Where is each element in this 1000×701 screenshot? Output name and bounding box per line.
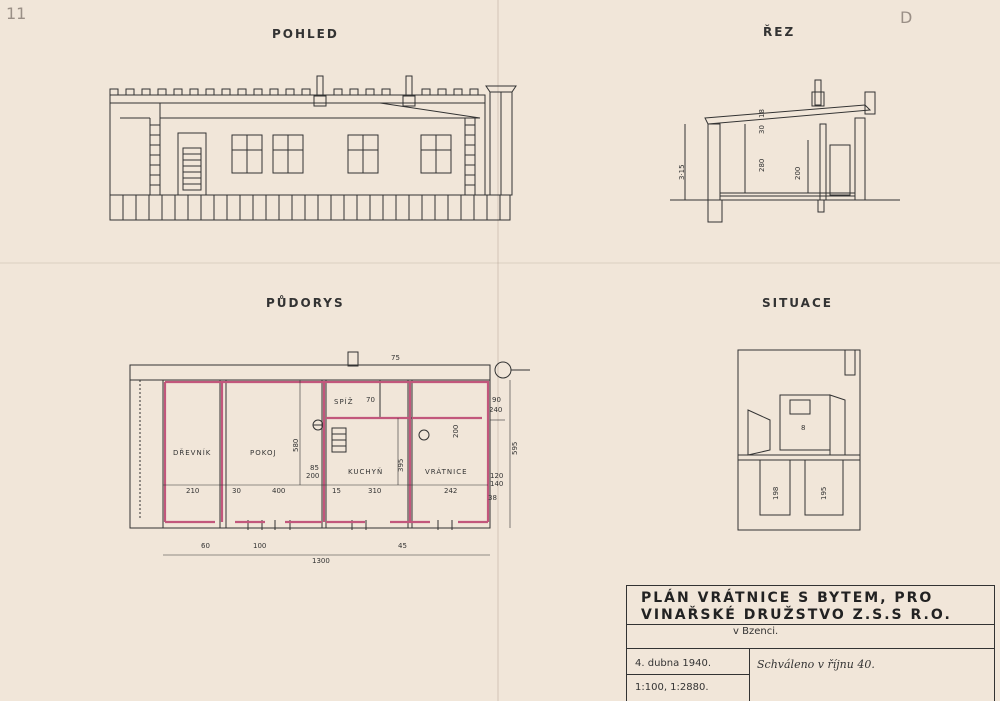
dim-wall-2: 15 <box>332 487 341 495</box>
title-block-signature: Schváleno v říjnu 40. <box>757 658 875 671</box>
dim-woodshed-width: 210 <box>186 487 199 495</box>
room-label-woodshed: DŘEVNÍK <box>173 448 211 457</box>
dim-wall-1: 30 <box>232 487 241 495</box>
dim-gate-width: 242 <box>444 487 457 495</box>
room-label-kitchen: KUCHYŇ <box>348 467 383 476</box>
room-label-pantry: SPÍŽ <box>334 397 354 406</box>
dim-misc-90: 90 <box>492 396 501 404</box>
site-drawing <box>737 349 861 531</box>
dim-misc-200: 200 <box>306 472 319 480</box>
label-section: ŘEZ <box>763 25 796 39</box>
elevation-drawing <box>109 75 517 221</box>
title-block: PLÁN VRÁTNICE S BYTEM, PRO VINAŘSKÉ DRUŽ… <box>626 585 995 701</box>
title-block-date: 4. dubna 1940. <box>635 658 712 669</box>
dim-total-width: 1300 <box>312 557 330 565</box>
dim-misc-100: 100 <box>253 542 266 550</box>
section-drawing <box>670 79 900 223</box>
corner-mark-right: D <box>900 8 913 27</box>
dim-misc-70: 70 <box>366 396 375 404</box>
section-dim-top-a: 18 <box>758 109 766 118</box>
label-elevation: POHLED <box>272 27 339 41</box>
site-dim-c: 8 <box>801 424 805 432</box>
dim-depth: 595 <box>511 442 519 455</box>
dim-misc-38: 38 <box>488 494 497 502</box>
title-line-1: PLÁN VRÁTNICE S BYTEM, PRO <box>641 590 934 606</box>
fold-line-horizontal <box>0 262 1000 264</box>
dim-kitchen-width: 310 <box>368 487 381 495</box>
dim-misc-75: 75 <box>391 354 400 362</box>
room-label-gatehouse: VRÁTNICE <box>425 467 468 476</box>
title-block-place: v Bzenci. <box>733 626 779 637</box>
title-block-row-2 <box>627 648 994 649</box>
dim-misc-60: 60 <box>201 542 210 550</box>
room-label-room: POKOJ <box>250 449 277 457</box>
dim-gate-inner: 200 <box>452 425 460 438</box>
dim-room-width: 400 <box>272 487 285 495</box>
section-dim-top-b: 30 <box>758 125 766 134</box>
dim-misc-85: 85 <box>310 464 319 472</box>
label-plan: PŮDORYS <box>266 296 345 310</box>
section-dim-total-height: 3·15 <box>678 164 686 180</box>
title-block-divider <box>749 648 750 701</box>
title-block-title: PLÁN VRÁTNICE S BYTEM, PRO VINAŘSKÉ DRUŽ… <box>641 590 952 624</box>
section-dim-room-height: 280 <box>758 159 766 172</box>
plan-drawing <box>129 351 530 530</box>
fold-line-vertical <box>497 0 499 701</box>
title-block-row-1 <box>627 624 994 625</box>
dim-misc-140: 140 <box>490 480 503 488</box>
label-site: SITUACE <box>762 296 833 310</box>
site-dim-b: 195 <box>820 487 828 500</box>
corner-mark-left: 11 <box>6 4 27 23</box>
dim-room-depth: 580 <box>292 439 300 452</box>
dim-misc-45: 45 <box>398 542 407 550</box>
dim-misc-120: 120 <box>490 472 503 480</box>
site-dim-a: 198 <box>772 487 780 500</box>
title-line-2: VINAŘSKÉ DRUŽSTVO Z.S.S R.O. <box>641 607 952 623</box>
dim-kitchen-depth: 395 <box>397 459 405 472</box>
title-block-scale: 1:100, 1:2880. <box>635 682 709 693</box>
title-block-row-3 <box>627 674 749 675</box>
section-dim-door-height: 200 <box>794 167 802 180</box>
dim-misc-240: 240 <box>489 406 502 414</box>
